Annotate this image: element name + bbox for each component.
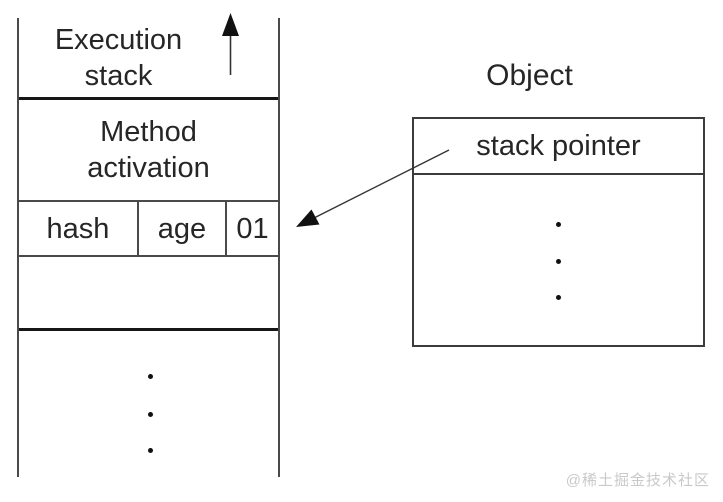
ellipsis-dot xyxy=(556,259,561,264)
stack-pointer-field: stack pointer xyxy=(414,119,703,175)
ellipsis-dot xyxy=(148,412,153,417)
stack-pointer-label: stack pointer xyxy=(476,130,641,162)
ellipsis-dot xyxy=(148,374,153,379)
execution-stack-label: Execution stack xyxy=(54,23,183,92)
mark-word-cell-hash: hash xyxy=(19,202,139,255)
mark-word-row: hash age 01 xyxy=(19,202,278,257)
object-body xyxy=(414,175,703,345)
mark-word-cell-age: age xyxy=(139,202,227,255)
mark-word-cell-tag: 01 xyxy=(236,212,269,245)
stack-ellipsis-section xyxy=(19,331,278,477)
object-title: Object xyxy=(486,59,573,92)
ellipsis-dot xyxy=(556,295,561,300)
watermark: @稀土掘金技术社区 xyxy=(565,472,710,489)
empty-slot-section xyxy=(19,257,278,331)
ellipsis-dot xyxy=(556,222,561,227)
method-activation-label: Method activation xyxy=(87,116,210,184)
method-activation-section: Method activation xyxy=(19,100,278,202)
object-box: stack pointer xyxy=(412,117,705,347)
ellipsis-dot xyxy=(148,448,153,453)
execution-stack-box: Execution stack Method activation hash a… xyxy=(17,18,280,477)
execution-stack-section: Execution stack xyxy=(19,18,278,100)
